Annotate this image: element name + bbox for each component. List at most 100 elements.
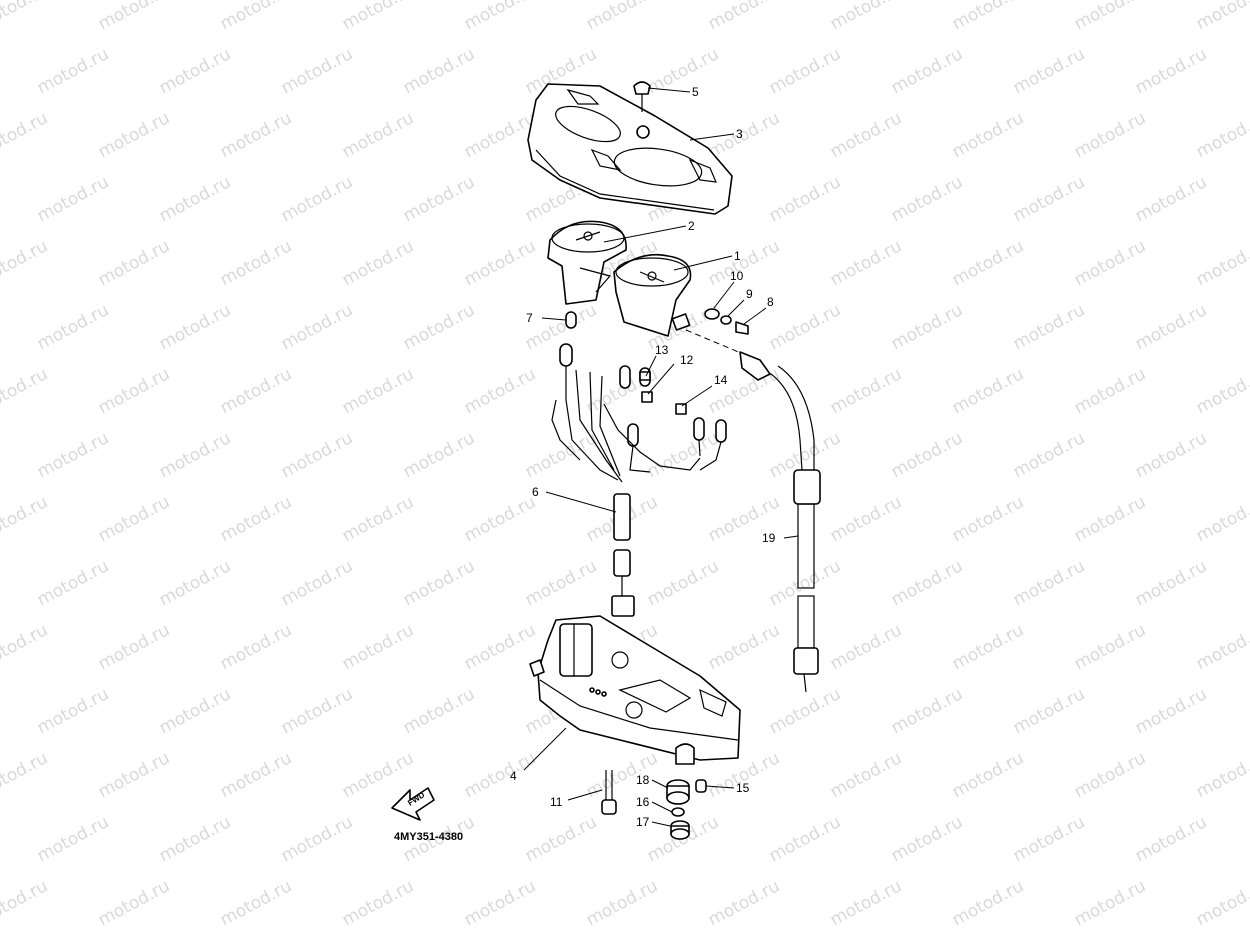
watermark-text: motod.ru (217, 0, 295, 34)
watermark-text: motod.ru (1010, 428, 1088, 482)
watermark-text: motod.ru (339, 620, 417, 674)
watermark-text: motod.ru (156, 300, 234, 354)
watermark-text: motod.ru (705, 620, 783, 674)
callout-3: 3 (736, 127, 743, 141)
watermark-text: motod.ru (705, 876, 783, 930)
watermark-text: motod.ru (644, 44, 722, 98)
watermark-text: motod.ru (339, 876, 417, 930)
watermark-text: motod.ru (400, 684, 478, 738)
watermark-text: motod.ru (1010, 556, 1088, 610)
callout-9: 9 (746, 287, 753, 301)
callout-16: 16 (636, 795, 650, 809)
watermark-text: motod.ru (827, 108, 905, 162)
watermark-text: motod.ru (949, 0, 1027, 34)
watermark-text: motod.ru (705, 0, 783, 34)
watermark-text: motod.ru (156, 812, 234, 866)
part-screws-12-14 (639, 371, 687, 415)
callout-14: 14 (714, 373, 728, 387)
callout-12: 12 (680, 353, 694, 367)
watermark-text: motod.ru (949, 492, 1027, 546)
watermark-text: motod.ru (156, 556, 234, 610)
watermark-text: motod.ru (705, 236, 783, 290)
watermark-text: motod.ru (827, 876, 905, 930)
part-bulb-7 (565, 311, 577, 329)
callout-2: 2 (688, 219, 695, 233)
watermark-text: motod.ru (1193, 108, 1250, 162)
callout-11: 11 (550, 795, 563, 809)
watermark-text: motod.ru (888, 172, 966, 226)
part-screw-15 (695, 779, 707, 793)
watermark-text: motod.ru (583, 748, 661, 802)
watermark-text: motod.ru (1132, 812, 1210, 866)
watermark-text: motod.ru (156, 44, 234, 98)
watermark-text: motod.ru (583, 0, 661, 34)
watermark-text: motod.ru (95, 876, 173, 930)
watermark-text: motod.ru (644, 428, 722, 482)
watermark-text: motod.ru (34, 44, 112, 98)
watermark-text: motod.ru (1071, 876, 1149, 930)
watermark-text: motod.ru (949, 748, 1027, 802)
watermark-text: motod.ru (888, 300, 966, 354)
watermark-text: motod.ru (95, 364, 173, 418)
axis-line (685, 329, 749, 357)
watermark-text: motod.ru (1132, 428, 1210, 482)
part-grommet-18 (666, 779, 690, 805)
watermark-text: motod.ru (766, 44, 844, 98)
part-meter-plate-left (547, 220, 627, 305)
watermark-text: motod.ru (522, 812, 600, 866)
watermark-text: motod.ru (827, 364, 905, 418)
callout-7: 7 (526, 311, 533, 325)
watermark-text: motod.ru (1010, 44, 1088, 98)
part-meter-assembly (613, 253, 692, 337)
watermark-text: motod.ru (217, 876, 295, 930)
part-meter-cover (527, 83, 733, 215)
watermark-text: motod.ru (217, 236, 295, 290)
watermark-text: motod.ru (339, 0, 417, 34)
watermark-text: motod.ru (949, 364, 1027, 418)
watermark-text: motod.ru (461, 620, 539, 674)
watermark-text: motod.ru (400, 300, 478, 354)
watermark-text: motod.ru (1193, 620, 1250, 674)
watermark-text: motod.ru (1132, 300, 1210, 354)
callout-19: 19 (762, 531, 776, 545)
watermark-text: motod.ru (34, 556, 112, 610)
fwd-arrow-icon: FWD (391, 787, 435, 821)
watermark-text: motod.ru (34, 428, 112, 482)
watermark-text: motod.ru (0, 108, 51, 162)
watermark-text: motod.ru (461, 108, 539, 162)
watermark-text: motod.ru (827, 0, 905, 34)
watermark-text: motod.ru (1071, 492, 1149, 546)
callouts: 5 3 2 1 10 9 8 7 13 12 14 6 19 4 11 18 1… (510, 85, 776, 829)
watermark-text: motod.ru (888, 428, 966, 482)
watermark-text: motod.ru (0, 748, 51, 802)
watermark-text: motod.ru (766, 812, 844, 866)
callout-4: 4 (510, 769, 517, 783)
watermark-text: motod.ru (400, 172, 478, 226)
callout-6: 6 (532, 485, 539, 499)
watermark-text: motod.ru (1193, 364, 1250, 418)
watermark-text: motod.ru (339, 236, 417, 290)
watermark-text: motod.ru (95, 620, 173, 674)
watermark-text: motod.ru (217, 108, 295, 162)
watermark-text: motod.ru (156, 428, 234, 482)
watermark-text: motod.ru (339, 108, 417, 162)
callout-17: 17 (636, 815, 650, 829)
watermark-text: motod.ru (1193, 748, 1250, 802)
watermark-text: motod.ru (1193, 0, 1250, 34)
watermark-text: motod.ru (888, 812, 966, 866)
watermark-text: motod.ru (1132, 44, 1210, 98)
watermark-text: motod.ru (888, 684, 966, 738)
watermark-text: motod.ru (278, 300, 356, 354)
watermark-text: motod.ru (1132, 172, 1210, 226)
part-knob (633, 81, 651, 112)
watermark-text: motod.ru (400, 428, 478, 482)
watermark-text: motod.ru (339, 364, 417, 418)
watermark-text: motod.ru (1193, 876, 1250, 930)
watermark-text: motod.ru (34, 812, 112, 866)
watermark-text: motod.ru (1193, 492, 1250, 546)
watermark-text: motod.ru (278, 44, 356, 98)
watermark-text: motod.ru (1071, 364, 1149, 418)
part-collar-16 (671, 807, 685, 817)
watermark-text: motod.ru (522, 556, 600, 610)
